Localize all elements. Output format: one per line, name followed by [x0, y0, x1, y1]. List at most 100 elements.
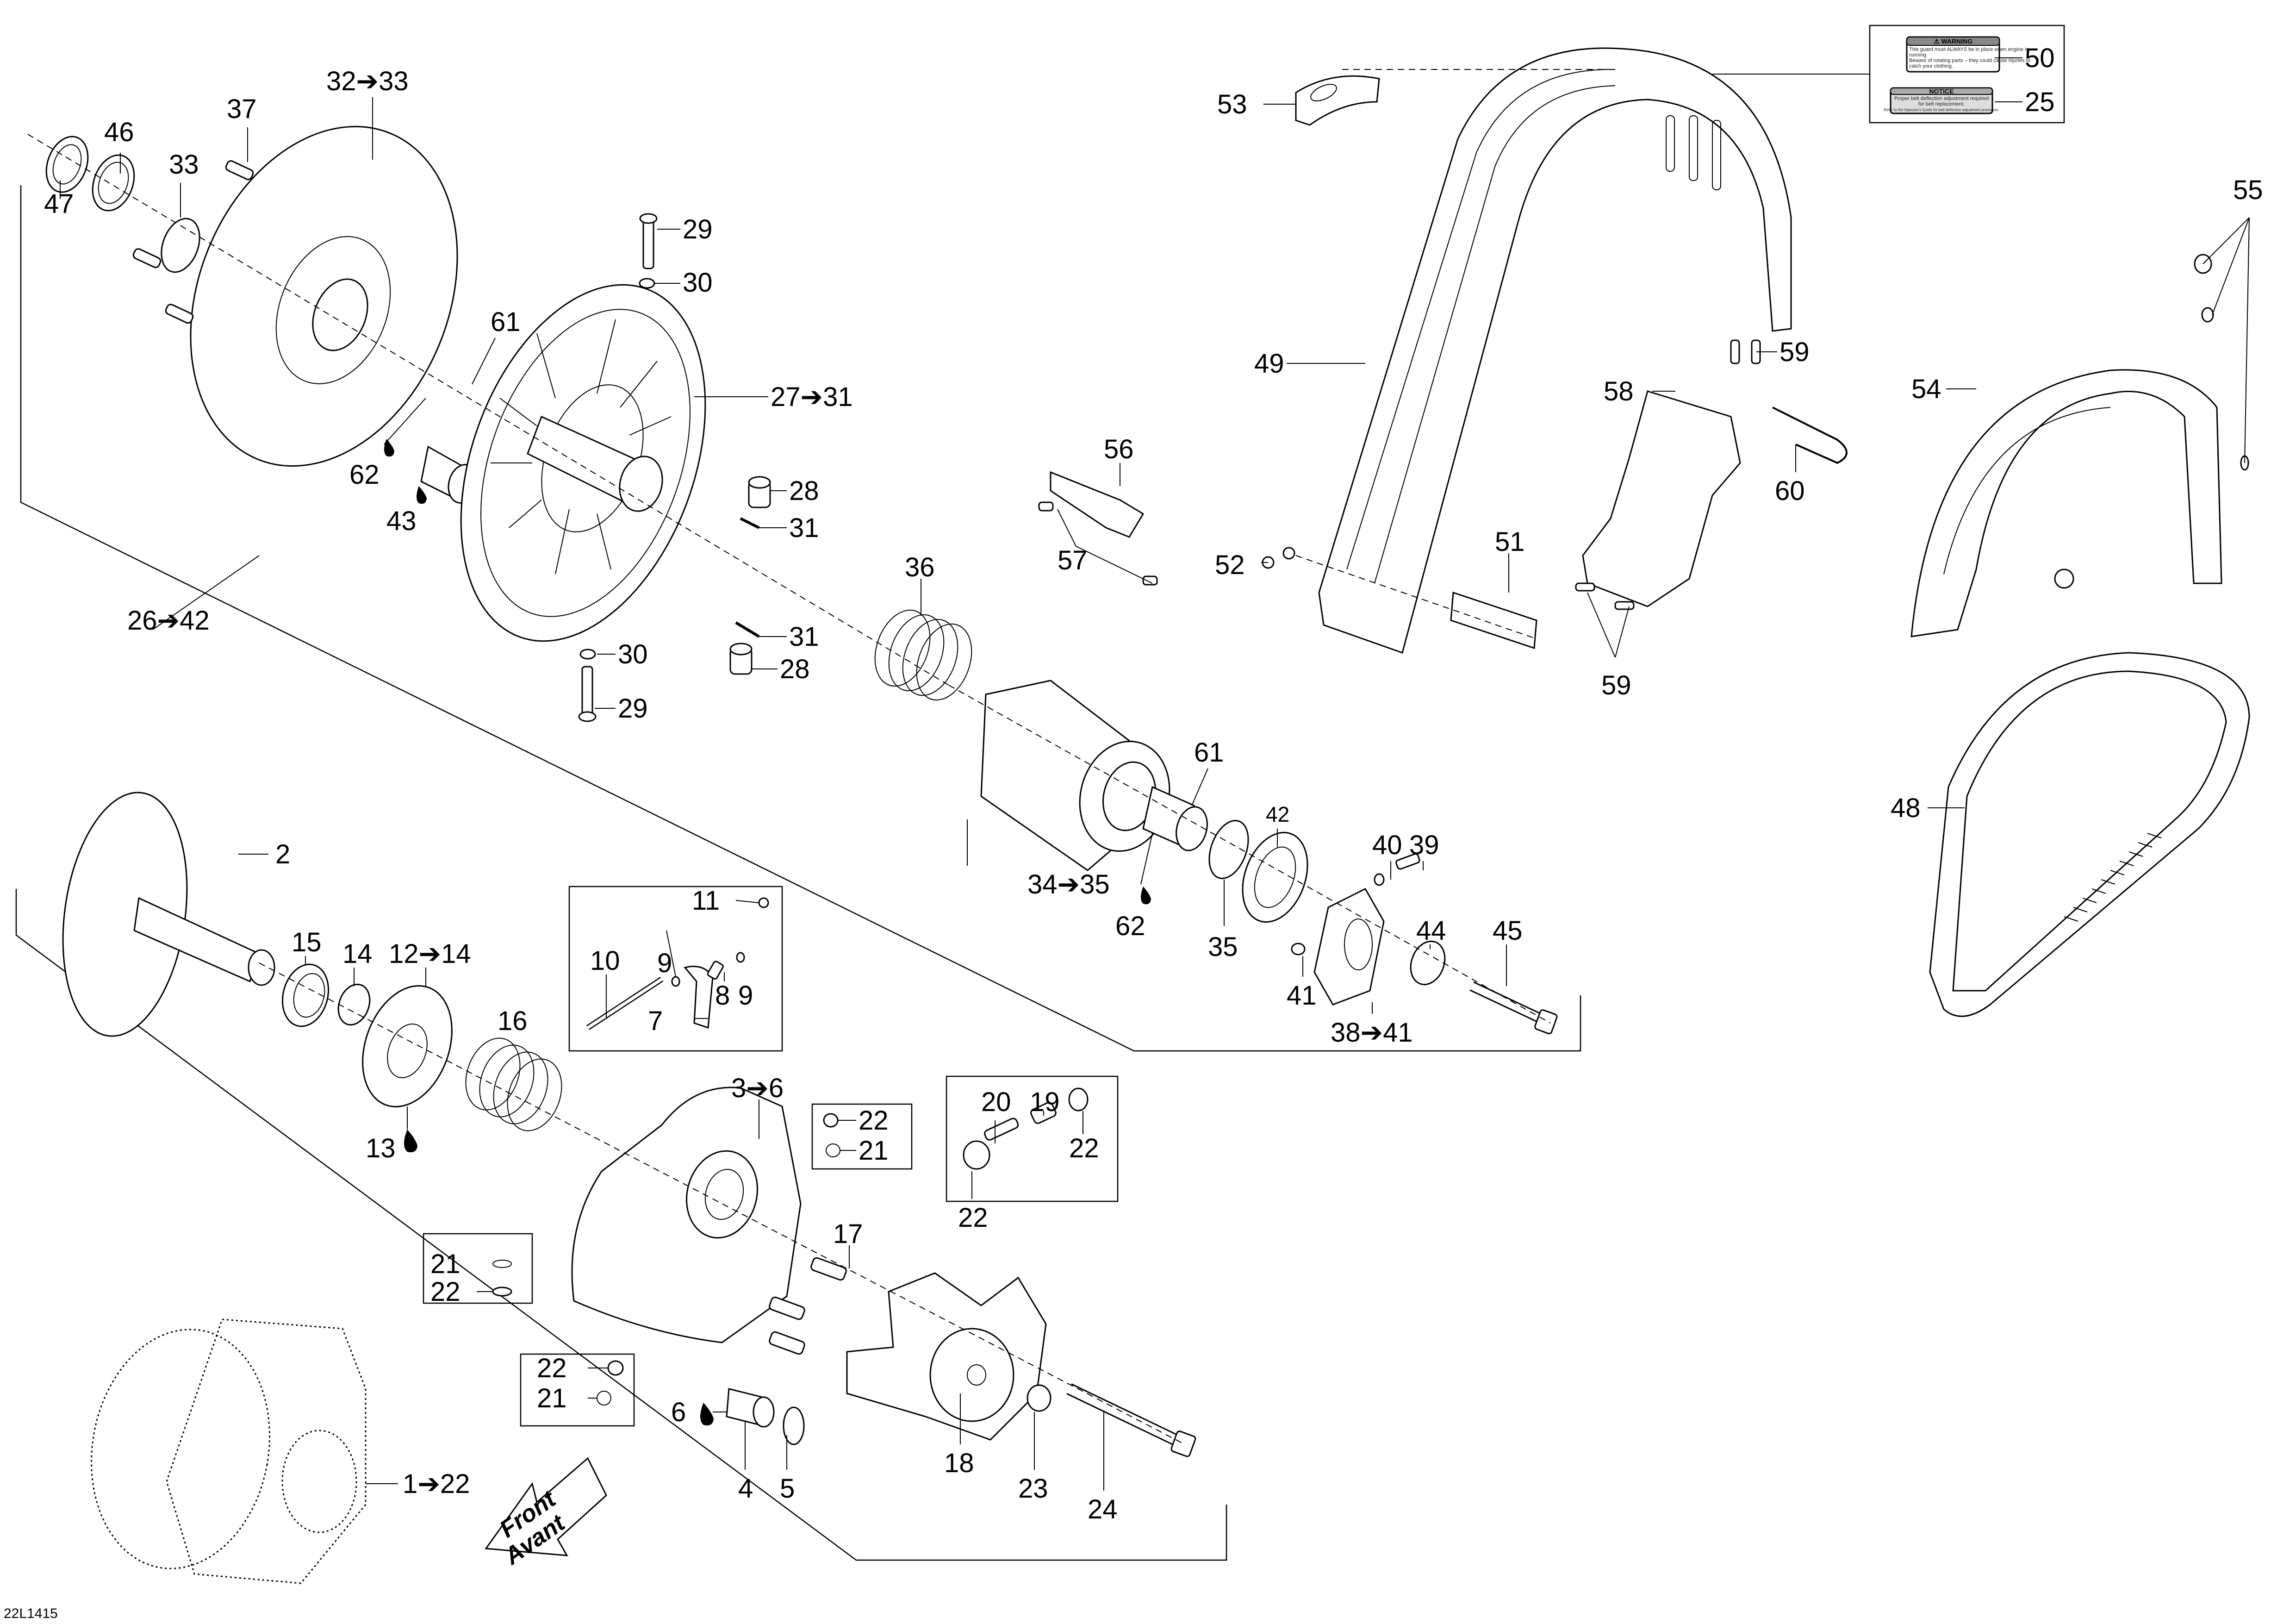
- retaining-ring-14: [337, 983, 371, 1026]
- callout-18: 18: [944, 1448, 974, 1478]
- driven-pulley-assembly-frame: [20, 185, 1581, 1052]
- washer-30-bot: [579, 649, 596, 660]
- callout-21-b: 21: [430, 1249, 460, 1279]
- bracket-51: [1450, 591, 1537, 650]
- washer-46: [92, 154, 135, 212]
- adjuster-38-41: [1313, 888, 1385, 1006]
- callout-31-bot: 31: [789, 622, 819, 652]
- cam-34-35: [980, 680, 1170, 871]
- bushing-4: [726, 1388, 775, 1428]
- guard-54: [1910, 369, 2222, 637]
- screw-59a: [1730, 339, 1740, 364]
- rivet-55b: [2201, 307, 2214, 323]
- svg-text:running.: running.: [1909, 52, 1928, 58]
- callout-37: 37: [227, 94, 257, 124]
- callout-4: 4: [738, 1474, 753, 1504]
- spring-seat-12-14: [362, 985, 453, 1108]
- cap-22-inset-c: [607, 1360, 624, 1376]
- screw-59d: [1614, 601, 1635, 610]
- fixed-sheave: [190, 125, 458, 467]
- callout-10: 10: [590, 946, 620, 976]
- washer-9b: [736, 952, 745, 963]
- spider-18: [846, 1272, 1047, 1441]
- callout-51: 51: [1495, 527, 1525, 557]
- screw-57b: [1142, 575, 1158, 586]
- callout-20: 20: [981, 1087, 1011, 1117]
- callout-30-top: 30: [683, 268, 713, 298]
- nut-41: [1291, 943, 1306, 956]
- callout-11: 11: [692, 886, 720, 916]
- callout-21-c: 21: [537, 1383, 567, 1413]
- sliding-sheave: [460, 284, 706, 642]
- callout-26-42: 26➔42: [127, 606, 210, 636]
- cam-arm-7: [684, 966, 714, 1029]
- decal-warning-50: ⚠ WARNING This guard must ALWAYS be in p…: [1906, 36, 2031, 73]
- drop-icon: [384, 439, 394, 457]
- callout-42: 42: [1266, 802, 1289, 826]
- callout-36: 36: [905, 552, 935, 582]
- callout-53: 53: [1217, 89, 1247, 119]
- screw-17a: [810, 1257, 847, 1281]
- screw-57a: [1038, 501, 1054, 512]
- cap-22-inset-b: [492, 1287, 512, 1297]
- callout-49: 49: [1254, 349, 1284, 379]
- screw-17b: [769, 1296, 805, 1320]
- callout-39: 39: [1409, 830, 1439, 860]
- cap-22-inset-a: [823, 1113, 839, 1128]
- callout-34-35: 34➔35: [1027, 869, 1110, 899]
- callout-22-e: 22: [958, 1203, 988, 1233]
- callout-44: 44: [1416, 916, 1446, 946]
- callout-22-a: 22: [859, 1106, 889, 1136]
- svg-text:⚠ WARNING: ⚠ WARNING: [1934, 37, 1972, 45]
- callout-56: 56: [1104, 434, 1134, 464]
- callout-14: 14: [342, 939, 373, 969]
- screw-17c: [769, 1331, 805, 1355]
- washer-44: [1410, 940, 1446, 986]
- drop-icon: [1141, 887, 1151, 905]
- assembly-frames: [15, 25, 2065, 1561]
- callout-45: 45: [1493, 916, 1523, 946]
- roller-28-top: [748, 476, 771, 508]
- bushing-61-mid: [1142, 786, 1208, 851]
- callout-59-bot: 59: [1601, 670, 1631, 700]
- callout-58: 58: [1604, 376, 1634, 406]
- drawing-id: 22L1415: [4, 1606, 58, 1621]
- callout-61-mid: 61: [1194, 737, 1224, 768]
- callout-28-bot: 28: [780, 654, 810, 684]
- bearing-15: [281, 963, 330, 1027]
- callout-15: 15: [292, 927, 322, 957]
- roller-inset-box: [946, 1075, 1119, 1202]
- cam-arm-inset-box: [568, 886, 783, 1052]
- bushing-inset-box-right: [811, 1103, 913, 1170]
- callout-19: 19: [1030, 1087, 1060, 1117]
- drop-icon: [404, 1130, 417, 1153]
- svg-text:for belt replacement.: for belt replacement.: [1918, 101, 1965, 107]
- grommet-53: [1295, 75, 1380, 126]
- bushing-inset-box-lower: [520, 1353, 635, 1427]
- fixed-drive-sheave-2: [62, 792, 275, 1037]
- spring-36: [874, 609, 972, 701]
- callout-60: 60: [1775, 476, 1805, 506]
- ring-21-inset-a: [826, 1143, 840, 1157]
- pins-37: [132, 160, 254, 324]
- callout-17: 17: [833, 1219, 863, 1249]
- bolt-45: [1469, 981, 1558, 1035]
- roller-28-bot: [729, 643, 753, 675]
- callout-24: 24: [1088, 1494, 1118, 1524]
- callout-38-41: 38➔41: [1331, 1018, 1413, 1048]
- decal-notice-25: NOTICE Proper belt deflection adjustment…: [1884, 87, 1999, 114]
- callout-6: 6: [671, 1397, 686, 1427]
- callout-61-top: 61: [491, 307, 521, 337]
- washer-40: [1374, 873, 1385, 886]
- callout-32-33: 32➔33: [326, 66, 409, 96]
- callout-3-6: 3➔6: [731, 1073, 784, 1103]
- bushing-inset-box-left: [423, 1233, 533, 1304]
- drive-pulley-assembly-frame: [15, 889, 1227, 1561]
- callout-25: 25: [2025, 87, 2055, 117]
- retainer-56: [1050, 471, 1145, 538]
- screw-59c: [1575, 582, 1595, 592]
- callout-29-top: 29: [683, 214, 713, 244]
- lubricant-symbols: [384, 439, 1151, 1426]
- drive-pulley-assembly-1-22: [91, 1318, 367, 1584]
